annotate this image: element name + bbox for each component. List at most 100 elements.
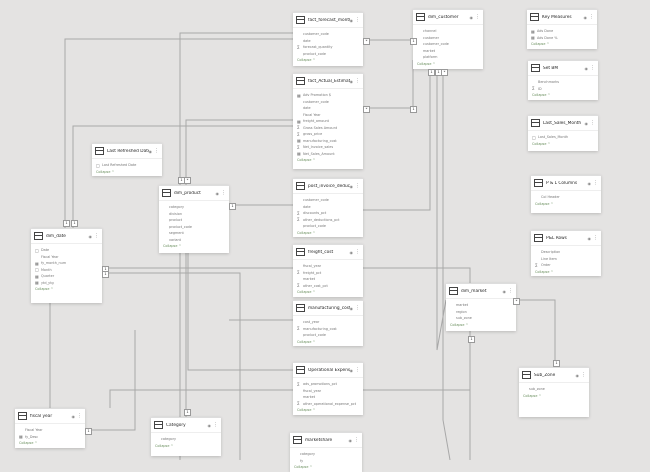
relationship-line[interactable] (516, 299, 556, 367)
field-item[interactable]: customer_code (297, 197, 359, 204)
table-header[interactable]: fiscal year◉⋮ (15, 409, 85, 424)
field-item[interactable]: product_code (163, 224, 225, 231)
table-header[interactable]: fact_forecast_monthly◉⋮ (293, 13, 363, 28)
field-item[interactable]: ▦Adv Promotion $ (297, 92, 359, 99)
field-item[interactable]: ▦fy_month_num (35, 260, 98, 267)
field-item[interactable]: customer_code (297, 31, 359, 38)
visibility-icon[interactable]: ◉ (148, 148, 153, 154)
collapse-button[interactable]: Collapse ^ (297, 58, 316, 62)
relationship-line[interactable] (72, 125, 293, 228)
field-item[interactable]: product_code (297, 223, 359, 230)
collapse-button[interactable]: Collapse ^ (450, 322, 469, 327)
field-item[interactable]: market (417, 48, 479, 55)
visibility-icon[interactable]: ◉ (349, 17, 354, 23)
relationship-line[interactable] (85, 330, 136, 431)
collapse-button[interactable]: Collapse ^ (96, 169, 115, 174)
more-options-icon[interactable]: ⋮ (593, 235, 598, 241)
visibility-icon[interactable]: ◉ (584, 65, 589, 71)
collapse-button[interactable]: Collapse ^ (523, 393, 542, 398)
field-item[interactable]: ▦Quarter (35, 273, 98, 280)
table-header[interactable]: Category◉⋮ (151, 418, 221, 433)
table-header[interactable]: marketshare◉⋮ (290, 433, 362, 448)
table-card[interactable]: fact_forecast_monthly◉⋮ customer_codedate… (293, 12, 363, 66)
relationship-line[interactable] (109, 389, 293, 408)
field-item[interactable]: fiscal_year (297, 263, 359, 270)
field-item[interactable]: Fiscal Year (35, 254, 98, 261)
collapse-button[interactable]: Collapse ^ (35, 287, 54, 291)
table-header[interactable]: dim_product◉⋮ (159, 186, 229, 201)
more-options-icon[interactable]: ⋮ (581, 372, 586, 378)
field-item[interactable]: date (297, 38, 359, 45)
field-item[interactable]: region (450, 309, 512, 316)
visibility-icon[interactable]: ◉ (587, 235, 592, 241)
relationship-line[interactable] (363, 267, 471, 283)
more-options-icon[interactable]: ⋮ (589, 14, 594, 20)
field-item[interactable]: □Last Refreshed Date (96, 162, 158, 169)
collapse-button[interactable]: Collapse ^ (163, 244, 182, 248)
field-item[interactable]: □Month (35, 267, 98, 274)
field-item[interactable]: product_code (297, 332, 359, 339)
more-options-icon[interactable]: ⋮ (221, 190, 226, 196)
field-item[interactable]: customer (417, 35, 479, 42)
visibility-icon[interactable]: ◉ (575, 372, 580, 378)
collapse-button[interactable]: Collapse ^ (297, 230, 316, 235)
more-options-icon[interactable]: ⋮ (154, 148, 159, 154)
table-card[interactable]: Last Refreshed Date◉⋮ □Last Refreshed Dat… (92, 143, 162, 176)
table-header[interactable]: Last Refreshed Date◉⋮ (92, 144, 162, 159)
field-item[interactable]: ▦fy_Desc (19, 434, 81, 441)
collapse-button[interactable]: Collapse ^ (535, 269, 554, 274)
visibility-icon[interactable]: ◉ (348, 437, 353, 443)
table-card[interactable]: post_invoice_deduct...◉⋮ customer_codedat… (293, 178, 363, 237)
field-item[interactable]: division (163, 211, 225, 218)
collapse-button[interactable]: Collapse ^ (532, 93, 551, 97)
table-card[interactable]: fact_Actual_Estimates◉⋮▦Adv Promotion $c… (293, 73, 363, 169)
table-header[interactable]: P & L Columns◉⋮ (531, 176, 601, 191)
relationship-line[interactable] (187, 253, 293, 371)
field-item[interactable]: segment (163, 230, 225, 237)
visibility-icon[interactable]: ◉ (207, 422, 212, 428)
field-item[interactable]: Description (535, 249, 597, 256)
collapse-button[interactable]: Collapse ^ (532, 141, 551, 146)
field-item[interactable]: Benchmarks (532, 79, 594, 86)
visibility-icon[interactable]: ◉ (584, 120, 589, 126)
more-options-icon[interactable]: ⋮ (508, 288, 513, 294)
visibility-icon[interactable]: ◉ (502, 288, 507, 294)
more-options-icon[interactable]: ⋮ (355, 183, 360, 189)
more-options-icon[interactable]: ⋮ (213, 422, 218, 428)
field-item[interactable]: ▦manufacturing_cost (297, 138, 359, 145)
relationship-line[interactable] (363, 60, 414, 109)
table-header[interactable]: dim_date◉⋮ (31, 229, 102, 244)
more-options-icon[interactable]: ⋮ (94, 233, 99, 239)
table-header[interactable]: post_invoice_deduct...◉⋮ (293, 179, 363, 194)
table-header[interactable]: freight_cost◉⋮ (293, 245, 363, 260)
table-header[interactable]: dim_customer◉⋮ (413, 10, 483, 25)
field-item[interactable]: ▦Ads Done (531, 28, 593, 35)
table-header[interactable]: Operational Expense◉⋮ (293, 363, 363, 378)
table-header[interactable]: Set BM◉⋮ (528, 61, 598, 76)
field-item[interactable]: sub_zone (523, 386, 585, 393)
collapse-button[interactable]: Collapse ^ (297, 408, 316, 412)
field-item[interactable]: date (297, 204, 359, 211)
relationship-line[interactable] (185, 119, 293, 185)
field-item[interactable]: sub_zone (450, 315, 512, 322)
visibility-icon[interactable]: ◉ (349, 78, 354, 84)
collapse-button[interactable]: Collapse ^ (417, 61, 436, 66)
field-item[interactable]: product_code (297, 51, 359, 58)
table-header[interactable]: Key Measures◉⋮ (527, 10, 597, 25)
